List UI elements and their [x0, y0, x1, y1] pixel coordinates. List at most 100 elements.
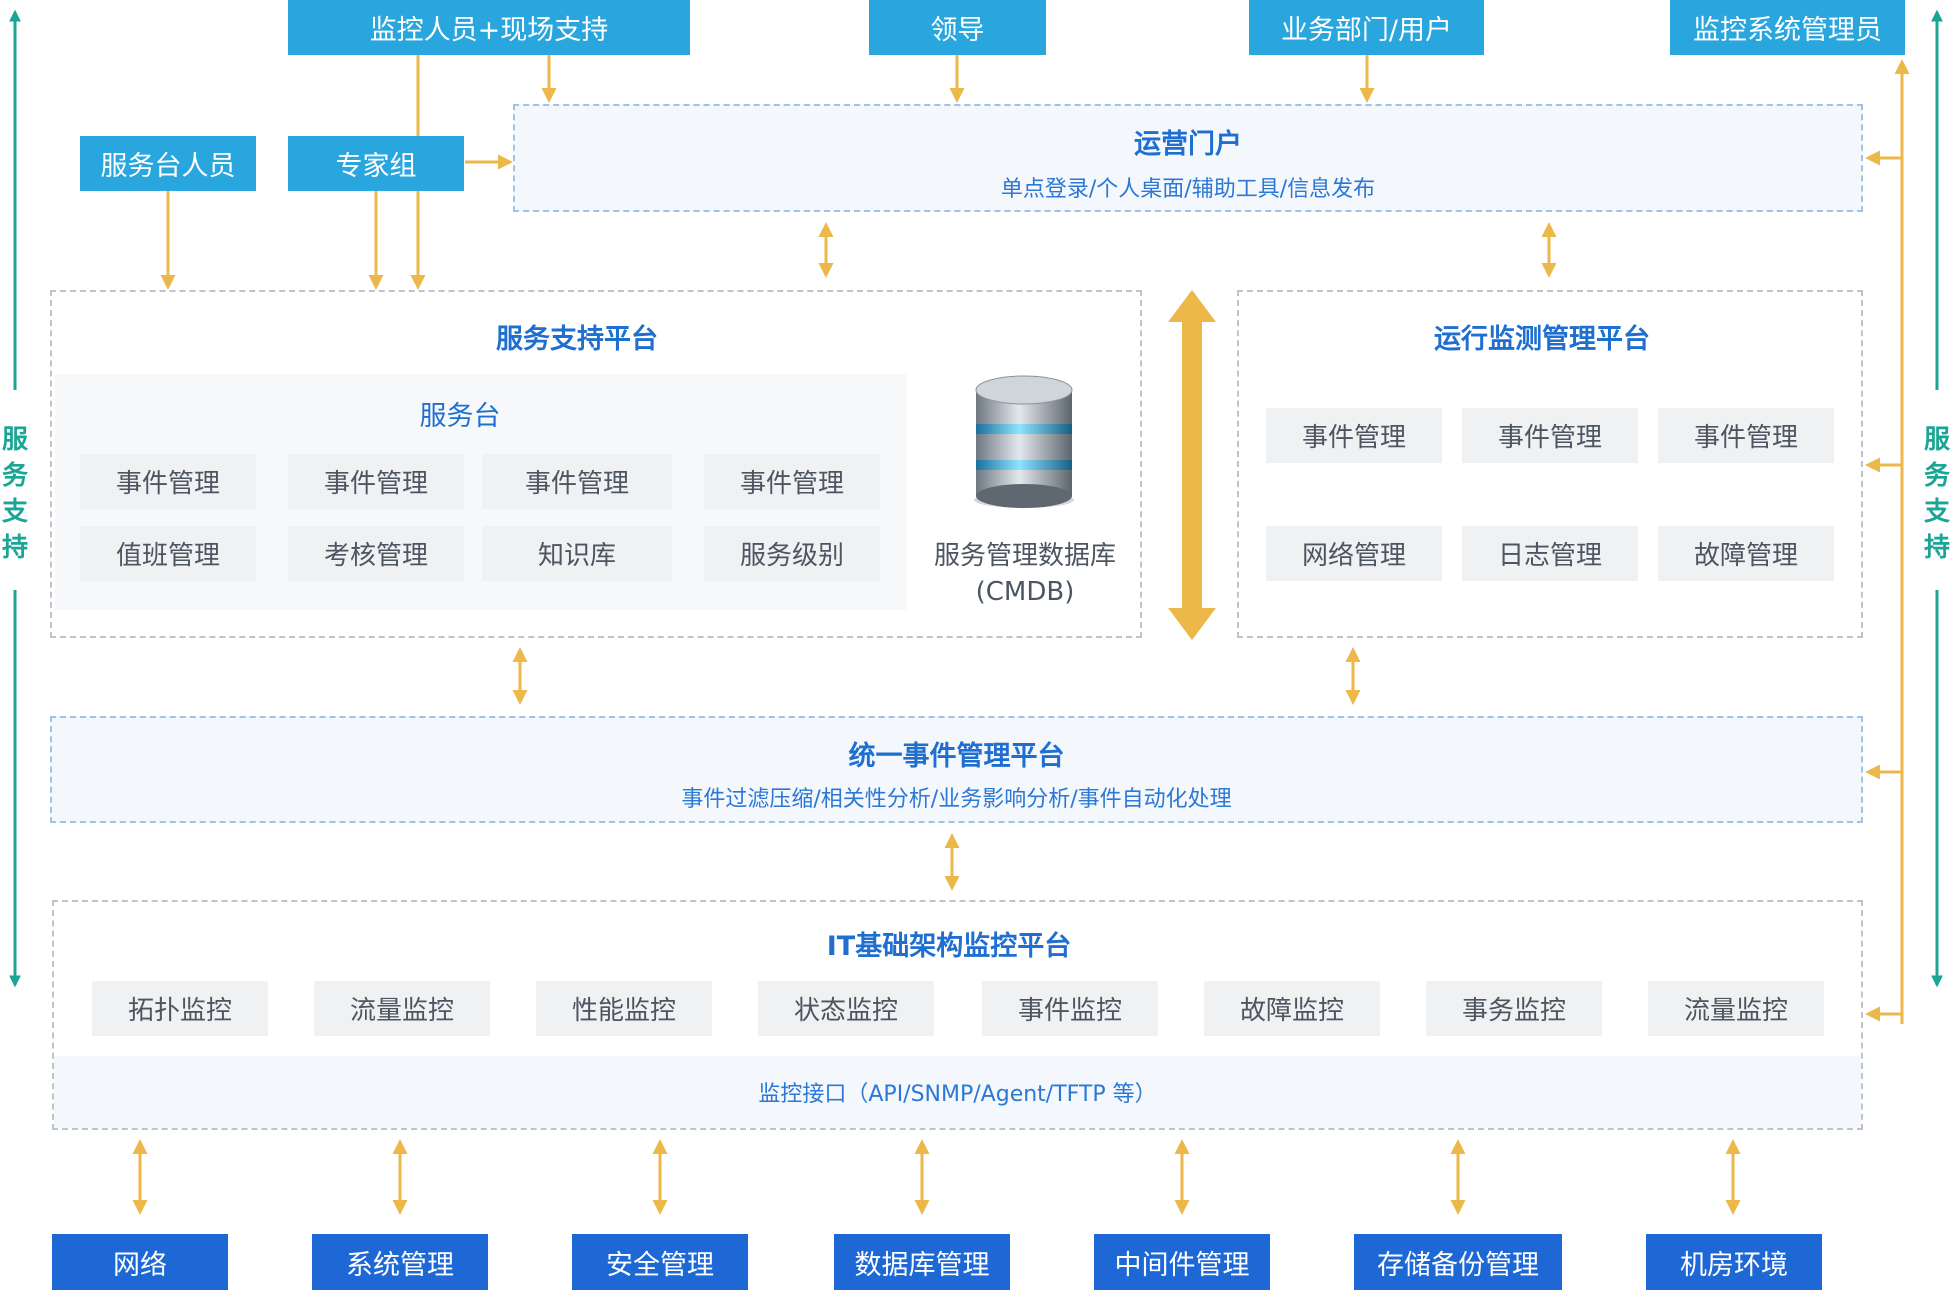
- side-char: 支: [1, 497, 28, 527]
- infra-title: IT基础架构监控平台: [826, 931, 1072, 962]
- chip-event-mgmt-2[interactable]: 事件管理: [288, 454, 464, 509]
- side-char: 持: [1, 533, 28, 563]
- side-char: 持: [1923, 533, 1950, 563]
- side-char: 务: [1, 461, 28, 491]
- monitoring-interface-label: 监控接口（API/SNMP/Agent/TFTP 等）: [758, 1082, 1157, 1107]
- chip-status-monitor[interactable]: 状态监控: [758, 981, 934, 1036]
- chip-log-mgmt[interactable]: 日志管理: [1462, 526, 1638, 581]
- role-service-desk-staff[interactable]: 服务台人员: [80, 136, 256, 191]
- chip-knowledge-base[interactable]: 知识库: [482, 526, 672, 581]
- bottom-label: 机房环境: [1680, 1249, 1788, 1281]
- chip-event-monitor[interactable]: 事件监控: [982, 981, 1158, 1036]
- chip-duty-mgmt[interactable]: 值班管理: [80, 526, 256, 581]
- side-char: 务: [1923, 461, 1950, 491]
- chip-label: 状态监控: [793, 996, 898, 1026]
- role-label: 专家组: [335, 151, 417, 182]
- chip-event-mgmt-4[interactable]: 事件管理: [704, 454, 880, 509]
- chip-label: 事件管理: [115, 469, 220, 499]
- role-monitoring-staff[interactable]: 监控人员+现场支持: [288, 0, 690, 55]
- chip-label: 故障监控: [1239, 996, 1344, 1026]
- role-label: 领导: [930, 15, 985, 46]
- service-support-title: 服务支持平台: [496, 324, 658, 355]
- chip-service-level[interactable]: 服务级别: [704, 526, 880, 581]
- chip-traffic-monitor-1[interactable]: 流量监控: [314, 981, 490, 1036]
- chip-label: 事件管理: [739, 469, 844, 499]
- role-label: 监控系统管理员: [1693, 15, 1882, 46]
- chip-traffic-monitor-2[interactable]: 流量监控: [1648, 981, 1824, 1036]
- chip-fault-mgmt[interactable]: 故障管理: [1658, 526, 1834, 581]
- side-char: 服: [1923, 425, 1950, 455]
- side-label-right: 服 务 支 持: [1919, 422, 1952, 566]
- chip-event-mgmt-1[interactable]: 事件管理: [80, 454, 256, 509]
- bottom-label: 网络: [113, 1249, 167, 1281]
- bottom-label: 存储备份管理: [1377, 1249, 1539, 1281]
- bottom-middleware-mgmt[interactable]: 中间件管理: [1094, 1234, 1270, 1290]
- side-char: 支: [1923, 497, 1950, 527]
- chip-label: 事件管理: [1301, 423, 1406, 453]
- chip-label: 事件管理: [1693, 423, 1798, 453]
- cmdb-name: 服务管理数据库: [933, 541, 1116, 571]
- bottom-label: 安全管理: [606, 1249, 714, 1281]
- cmdb-abbr: (CMDB): [975, 577, 1075, 607]
- chip-assessment-mgmt[interactable]: 考核管理: [288, 526, 464, 581]
- bottom-label: 系统管理: [346, 1249, 454, 1281]
- monitoring-platform: 运行监测管理平台: [1237, 290, 1863, 638]
- chip-label: 拓扑监控: [127, 996, 232, 1026]
- service-support-platform: 服务支持平台: [50, 290, 1142, 638]
- infra-monitoring-platform: IT基础架构监控平台: [52, 900, 1863, 1130]
- chip-label: 事件监控: [1017, 996, 1122, 1026]
- chip-label: 服务级别: [739, 541, 844, 571]
- chip-mon-event-2[interactable]: 事件管理: [1462, 408, 1638, 463]
- unified-event-platform[interactable]: 统一事件管理平台 事件过滤压缩/相关性分析/业务影响分析/事件自动化处理: [50, 716, 1863, 823]
- chip-label: 考核管理: [323, 541, 428, 571]
- chip-label: 流量监控: [349, 996, 454, 1026]
- service-desk-title: 服务台: [419, 401, 501, 432]
- chip-label: 事件管理: [1497, 423, 1602, 453]
- role-label: 业务部门/用户: [1280, 15, 1453, 46]
- chip-label: 流量监控: [1683, 996, 1788, 1026]
- chip-label: 知识库: [537, 541, 616, 571]
- chip-label: 事件管理: [524, 469, 629, 499]
- bottom-security-mgmt[interactable]: 安全管理: [572, 1234, 748, 1290]
- monitoring-title: 运行监测管理平台: [1434, 324, 1650, 355]
- bottom-label: 中间件管理: [1114, 1249, 1250, 1281]
- operations-portal[interactable]: 运营门户 单点登录/个人桌面/辅助工具/信息发布: [513, 104, 1863, 212]
- chip-mon-event-1[interactable]: 事件管理: [1266, 408, 1442, 463]
- database-icon: [974, 375, 1074, 508]
- bottom-label: 数据库管理: [854, 1249, 990, 1281]
- event-platform-subtitle: 事件过滤压缩/相关性分析/业务影响分析/事件自动化处理: [681, 787, 1232, 812]
- chip-label: 网络管理: [1301, 541, 1406, 571]
- role-leadership[interactable]: 领导: [869, 0, 1046, 55]
- chip-label: 性能监控: [571, 996, 676, 1026]
- event-platform-title: 统一事件管理平台: [848, 741, 1065, 772]
- role-monitoring-admin[interactable]: 监控系统管理员: [1670, 0, 1905, 55]
- chip-transaction-monitor[interactable]: 事务监控: [1426, 981, 1602, 1036]
- monitoring-interface-bar: 监控接口（API/SNMP/Agent/TFTP 等）: [54, 1056, 1861, 1128]
- portal-title: 运营门户: [1134, 129, 1242, 160]
- chip-performance-monitor[interactable]: 性能监控: [536, 981, 712, 1036]
- chip-event-mgmt-3[interactable]: 事件管理: [482, 454, 672, 509]
- chip-label: 事务监控: [1461, 996, 1566, 1026]
- role-expert-group[interactable]: 专家组: [288, 136, 464, 191]
- bottom-system-mgmt[interactable]: 系统管理: [312, 1234, 488, 1290]
- chip-fault-monitor[interactable]: 故障监控: [1204, 981, 1380, 1036]
- side-char: 服: [1, 425, 28, 455]
- bottom-network[interactable]: 网络: [52, 1234, 228, 1290]
- side-label-left: 服 务 支 持: [0, 422, 33, 566]
- chip-label: 事件管理: [323, 469, 428, 499]
- portal-subtitle: 单点登录/个人桌面/辅助工具/信息发布: [1000, 177, 1376, 202]
- bottom-storage-backup-mgmt[interactable]: 存储备份管理: [1354, 1234, 1562, 1290]
- chip-topology-monitor[interactable]: 拓扑监控: [92, 981, 268, 1036]
- role-business-users[interactable]: 业务部门/用户: [1249, 0, 1484, 55]
- chip-mon-event-3[interactable]: 事件管理: [1658, 408, 1834, 463]
- role-label: 监控人员+现场支持: [369, 15, 609, 46]
- chip-label: 日志管理: [1497, 541, 1602, 571]
- chip-label: 值班管理: [115, 541, 220, 571]
- bottom-datacenter-env[interactable]: 机房环境: [1646, 1234, 1822, 1290]
- chip-label: 故障管理: [1693, 541, 1798, 571]
- role-label: 服务台人员: [100, 151, 236, 182]
- chip-network-mgmt[interactable]: 网络管理: [1266, 526, 1442, 581]
- cmdb-label: 服务管理数据库 (CMDB): [915, 538, 1135, 610]
- bottom-database-mgmt[interactable]: 数据库管理: [834, 1234, 1010, 1290]
